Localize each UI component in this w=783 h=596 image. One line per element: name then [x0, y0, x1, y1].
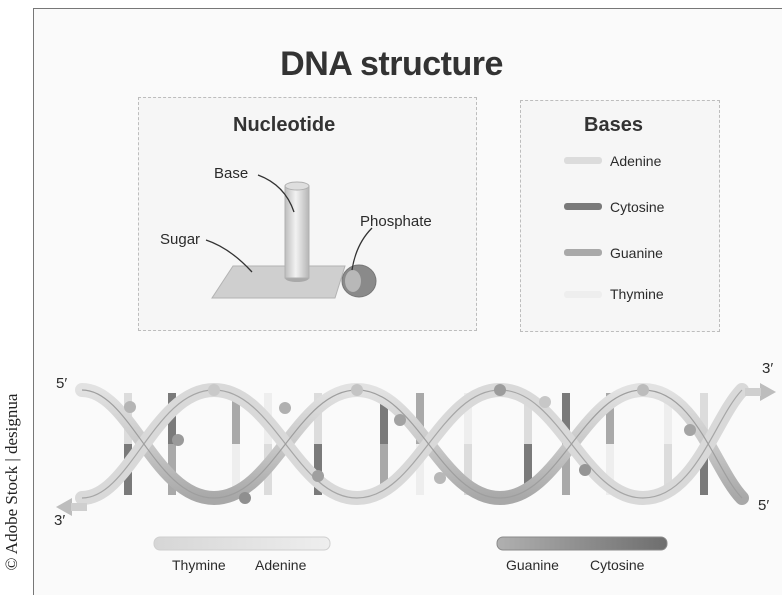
phosphate-node — [279, 402, 291, 414]
phosphate-node — [124, 401, 136, 413]
pair-label-guanine: Guanine — [506, 557, 559, 573]
phosphate-node — [394, 414, 406, 426]
phosphate-node — [312, 470, 324, 482]
phosphate-node — [637, 384, 649, 396]
phosphate-leader-line — [352, 228, 372, 270]
adenine-swatch — [564, 157, 602, 164]
base-cylinder-top — [285, 182, 309, 190]
guanine-swatch — [564, 249, 602, 256]
phosphate-node — [539, 396, 551, 408]
phosphate-node — [434, 472, 446, 484]
pair-bars — [154, 537, 667, 550]
pair-label-cytosine: Cytosine — [590, 557, 644, 573]
bases-legend-swatches — [564, 157, 602, 298]
base-name-adenine: Adenine — [610, 153, 661, 169]
left-arrow-shaft — [71, 503, 87, 511]
end-label-bottom-right: 5′ — [758, 497, 769, 514]
thymine-adenine-bar — [154, 537, 330, 550]
right-arrow-shaft — [745, 388, 761, 396]
phosphate-label: Phosphate — [360, 213, 432, 230]
guanine-cytosine-bar — [497, 537, 667, 550]
phosphate-node — [579, 464, 591, 476]
end-label-bottom-left: 3′ — [54, 512, 65, 529]
sugar-shape — [212, 266, 345, 298]
nucleotide-illustration — [206, 175, 376, 298]
pair-label-thymine: Thymine — [172, 557, 226, 573]
end-label-top-right: 3′ — [762, 360, 773, 377]
base-name-guanine: Guanine — [610, 245, 663, 261]
sugar-label: Sugar — [160, 231, 200, 248]
base-name-cytosine: Cytosine — [610, 199, 664, 215]
phosphate-node — [239, 492, 251, 504]
cytosine-swatch — [564, 203, 602, 210]
phosphate-node — [494, 384, 506, 396]
thymine-swatch — [564, 291, 602, 298]
phosphate-node — [208, 384, 220, 396]
pair-label-adenine: Adenine — [255, 557, 306, 573]
phosphate-node — [172, 434, 184, 446]
end-label-top-left: 5′ — [56, 375, 67, 392]
helix-rungs — [124, 393, 708, 495]
phosphate-node — [684, 424, 696, 436]
right-arrow-icon — [760, 383, 776, 401]
base-name-thymine: Thymine — [610, 286, 664, 302]
phosphate-highlight — [345, 270, 361, 292]
phosphate-node — [351, 384, 363, 396]
base-label: Base — [214, 165, 248, 182]
